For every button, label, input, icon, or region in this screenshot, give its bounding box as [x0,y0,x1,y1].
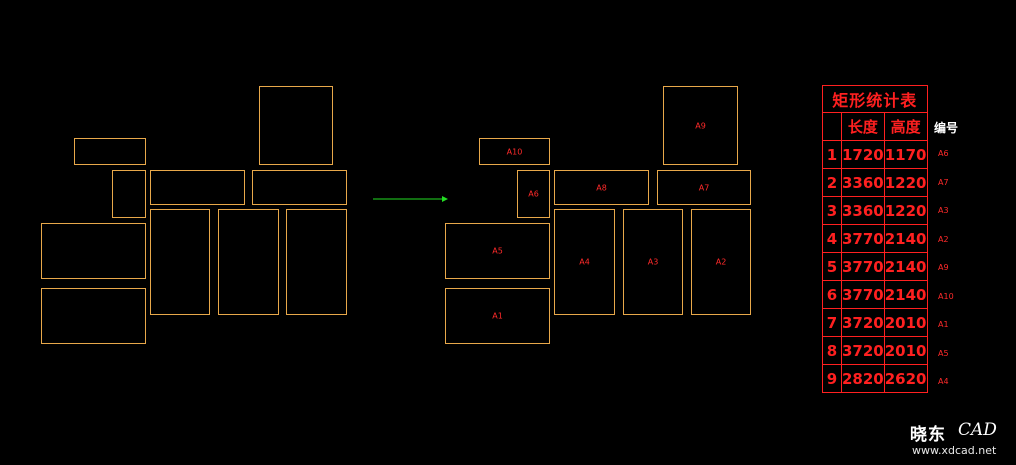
labeled-rectangle [554,170,649,205]
header-length: 长度 [841,112,885,141]
row-number: 4 [822,224,842,253]
rectangle-label: A9 [695,121,706,130]
original-rectangle [252,170,347,205]
side-id-label: A7 [938,177,949,187]
row-number: 9 [822,364,842,393]
row-length: 3360 [841,168,885,197]
row-height: 1220 [883,168,928,197]
row-length: 1720 [841,140,885,169]
rectangle-label: A1 [492,311,503,321]
transform-arrow-icon [373,196,448,202]
row-height: 2010 [883,336,928,365]
original-rectangle [74,138,146,165]
row-length: 3360 [841,196,885,225]
labeled-rectangle [445,223,550,279]
labeled-rectangle [554,209,615,315]
watermark-brand: 晓东 [910,425,946,445]
header-height: 高度 [883,112,928,141]
id-column-header: 编号 [934,121,959,135]
row-number: 5 [822,252,842,281]
row-height: 2140 [883,252,928,281]
row-number: 3 [822,196,842,225]
rectangle-label: A10 [506,147,523,156]
labeled-rectangle [479,138,550,165]
row-height: 1220 [883,196,928,225]
labeled-rectangle [663,86,738,165]
row-height: 2140 [883,280,928,309]
rectangle-label: A7 [698,183,710,192]
original-rectangle [218,209,279,315]
rectangle-label: A6 [528,189,539,199]
rectangle-label: A5 [492,246,503,256]
row-number: 8 [822,336,842,365]
side-id-label: A4 [938,377,949,386]
labeled-rectangle [517,170,550,218]
table-title: 矩形统计表 [822,85,928,113]
row-height: 1170 [883,140,928,169]
row-length: 3770 [841,280,885,309]
row-length: 3720 [841,308,885,337]
side-id-label: A10 [938,291,954,301]
rectangle-label: A3 [647,257,659,267]
side-id-label: A5 [938,348,949,358]
original-rectangle [41,223,146,279]
side-id-label: A6 [938,149,949,158]
original-rectangle [150,209,210,315]
rectangle-label: A8 [596,183,607,192]
row-height: 2620 [883,364,928,393]
row-height: 2140 [883,224,928,253]
watermark-cad: CAD [958,420,997,440]
original-rectangle [286,209,347,315]
original-rectangle [259,86,333,165]
side-id-label: A2 [938,234,949,244]
row-number: 2 [822,168,842,197]
original-rectangle [41,288,146,344]
header-number [822,112,842,141]
side-id-label: A1 [938,320,949,329]
side-id-label: A9 [938,263,949,272]
row-number: 6 [822,280,842,309]
row-length: 3720 [841,336,885,365]
original-rectangle [150,170,245,205]
row-length: 2820 [841,364,885,393]
labeled-rectangle [691,209,751,315]
labeled-rectangle [445,288,550,344]
row-height: 2010 [883,308,928,337]
row-number: 7 [822,308,842,337]
watermark-url: www.xdcad.net [912,444,997,457]
side-id-label: A3 [938,206,949,215]
rectangle-label: A4 [579,257,590,267]
labeled-rectangle [657,170,751,205]
labeled-rectangle [623,209,683,315]
original-rectangle [112,170,146,218]
row-number: 1 [822,140,842,169]
row-length: 3770 [841,224,885,253]
rectangle-label: A2 [715,257,727,267]
row-length: 3770 [841,252,885,281]
